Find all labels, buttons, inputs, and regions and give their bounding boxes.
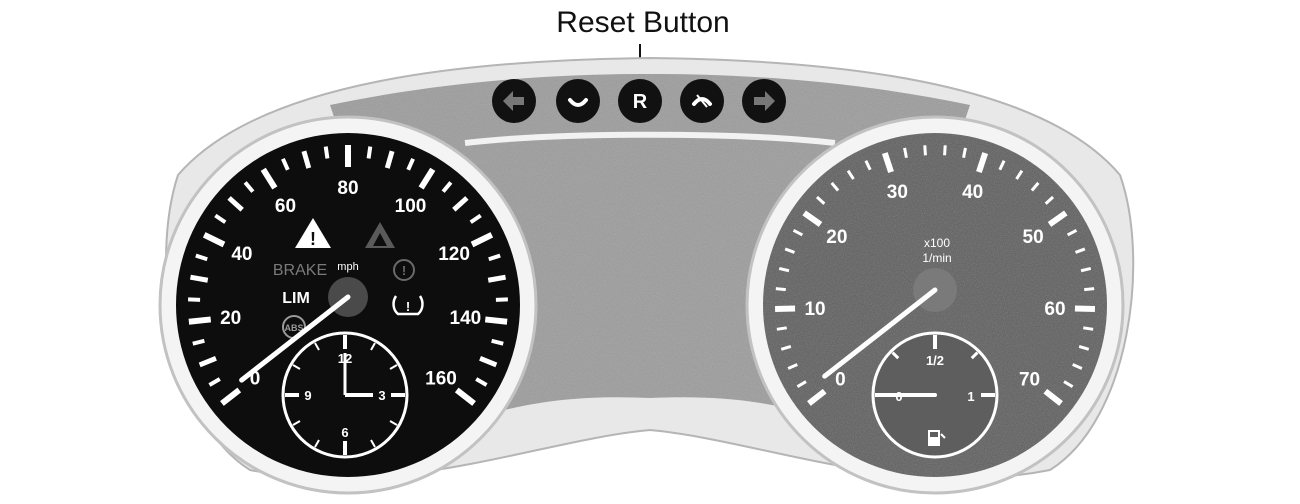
- speedometer-tick: [189, 319, 211, 321]
- telephone-answer-button[interactable]: [556, 79, 600, 123]
- clock-numeral: 3: [378, 388, 385, 403]
- rpm-multiplier-label: x100: [924, 236, 950, 250]
- fuel-scale-label: 1/2: [926, 353, 944, 368]
- clock-numeral: 9: [304, 388, 311, 403]
- speedometer-tick-label: 140: [450, 308, 482, 329]
- tachometer-tick: [777, 328, 787, 330]
- speedometer-tick-label: 120: [438, 244, 470, 265]
- tachometer-tick-label: 20: [826, 227, 847, 248]
- limiter-indicator-label: LIM: [282, 290, 310, 307]
- tachometer-tick-label: 50: [1023, 227, 1044, 248]
- tachometer-tick-label: 0: [835, 370, 846, 391]
- svg-text:!: !: [402, 263, 406, 278]
- tachometer-tick-label: 30: [887, 182, 908, 203]
- fuel-gauge: 01/21: [873, 333, 997, 457]
- reset-button[interactable]: R: [618, 79, 662, 123]
- right-arrow-button[interactable]: [742, 79, 786, 123]
- svg-text:!: !: [406, 299, 410, 314]
- svg-text:!: !: [310, 229, 316, 249]
- tachometer-tick: [776, 289, 786, 290]
- fuel-scale-label: 1: [967, 389, 974, 404]
- speedometer-tick: [485, 319, 507, 321]
- speedometer-tick-label: 60: [275, 196, 296, 217]
- tachometer-tick-label: 10: [804, 299, 825, 320]
- tachometer-tick: [1084, 289, 1094, 290]
- speedometer-tick: [190, 277, 207, 280]
- speedometer-tick: [492, 341, 504, 344]
- left-arrow-button[interactable]: [492, 79, 536, 123]
- speedometer-tick: [488, 277, 505, 280]
- speedometer-tick-label: 80: [337, 178, 358, 199]
- speed-unit-label: mph: [337, 261, 358, 273]
- brake-indicator-label: BRAKE: [273, 262, 327, 279]
- speedometer-tick: [326, 147, 328, 159]
- telephone-end-button[interactable]: [680, 79, 724, 123]
- tachometer-tick: [925, 145, 926, 155]
- reset-button-callout-label: Reset Button: [528, 6, 758, 40]
- speedometer-tick-label: 40: [231, 244, 252, 265]
- speedometer-tick-label: 100: [395, 196, 427, 217]
- speedometer-tick: [369, 147, 371, 159]
- speedometer-tick: [193, 341, 205, 344]
- analog-clock: 12369: [283, 333, 407, 457]
- tachometer-tick: [1083, 328, 1093, 330]
- reset-button-label: R: [633, 91, 648, 113]
- tachometer-tick-label: 40: [962, 182, 983, 203]
- tachometer-tick: [945, 145, 946, 155]
- tachometer-tick: [905, 148, 907, 158]
- speedometer-tick-label: 20: [220, 308, 241, 329]
- tachometer-tick-label: 70: [1019, 370, 1040, 391]
- tachometer-tick-label: 60: [1044, 299, 1065, 320]
- speedometer-tick-label: 160: [425, 368, 457, 389]
- tachometer-tick: [964, 148, 966, 158]
- rpm-unit-label: 1/min: [922, 251, 951, 265]
- clock-numeral: 6: [341, 425, 348, 440]
